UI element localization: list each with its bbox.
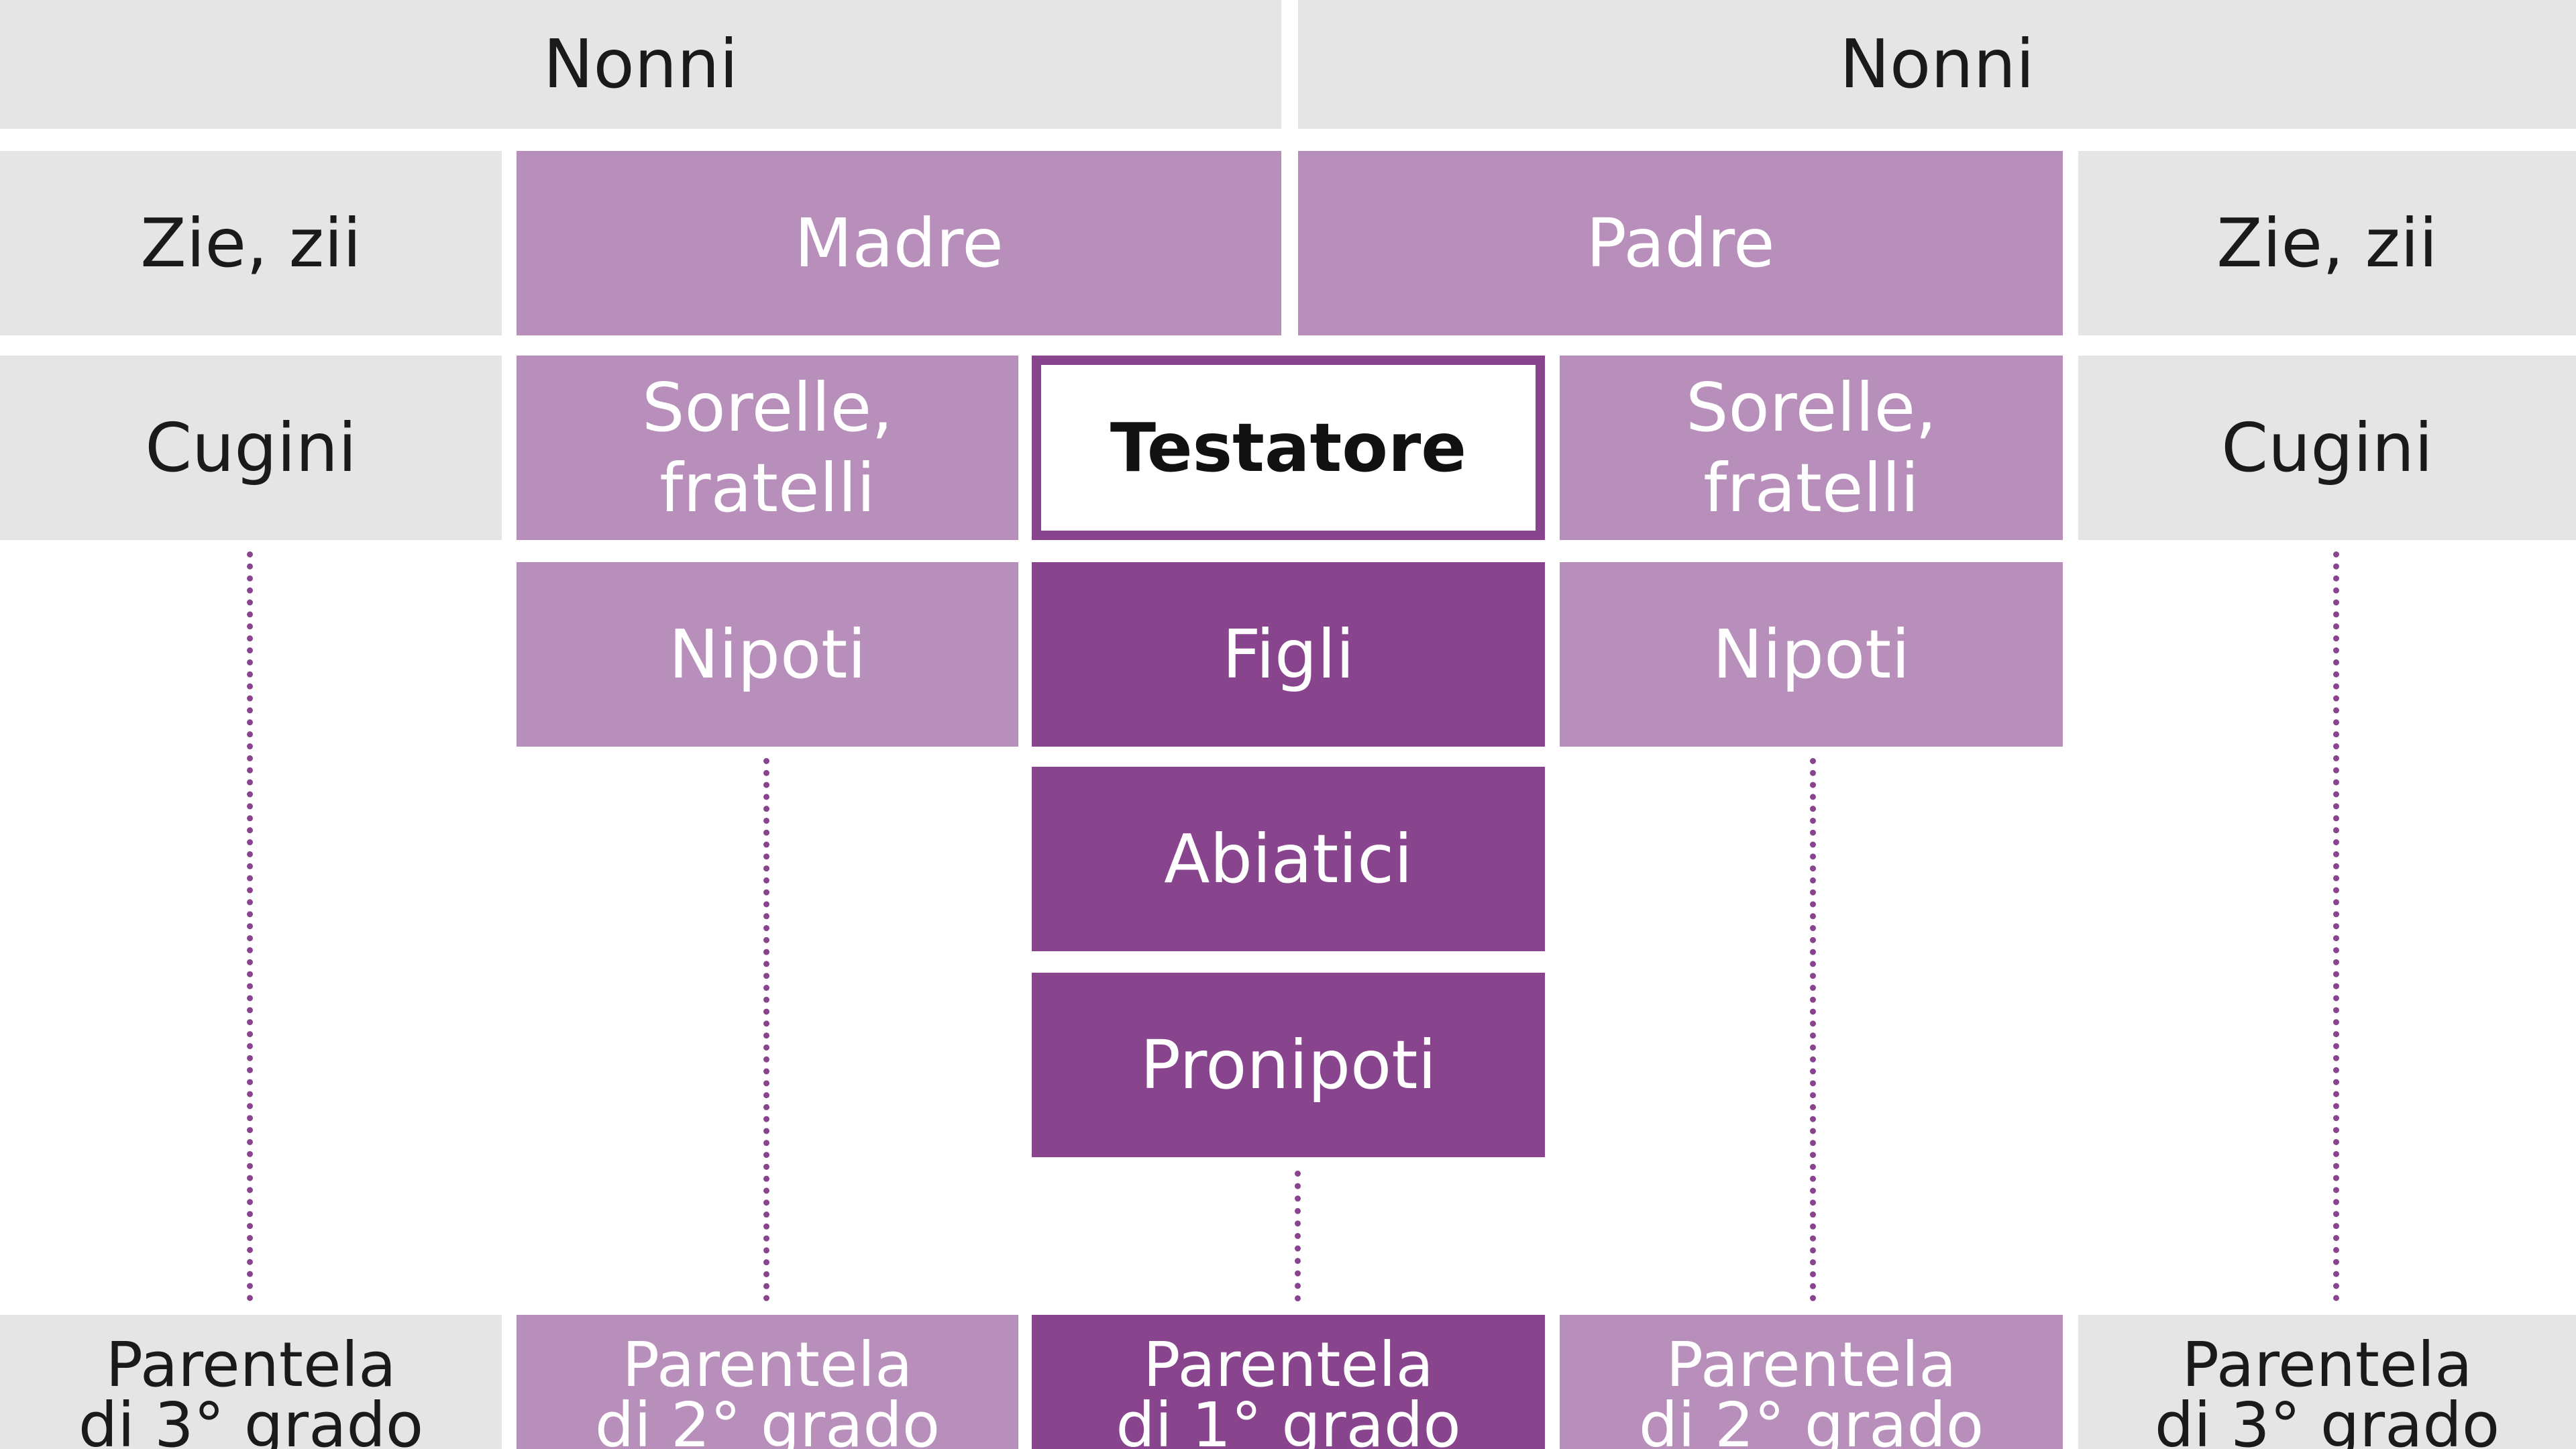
figli-box: Figli (1032, 562, 1545, 747)
nonni-right-box: Nonni (1298, 0, 2576, 129)
sorelle-fratelli-right-box: Sorelle, fratelli (1560, 356, 2063, 540)
degree-third-right: Parentela di 3° grado (2078, 1315, 2576, 1449)
pronipoti-box: Pronipoti (1032, 973, 1545, 1157)
testatore-box: Testatore (1032, 356, 1545, 540)
dotted-line-cugini-left (247, 551, 253, 1301)
nonni-left-box: Nonni (0, 0, 1281, 129)
degree-first: Parentela di 1° grado (1032, 1315, 1545, 1449)
padre-box: Padre (1298, 151, 2063, 335)
cugini-right-box: Cugini (2078, 356, 2576, 540)
abiatici-box: Abiatici (1032, 767, 1545, 951)
dotted-line-cugini-right (2333, 551, 2339, 1301)
madre-box: Madre (517, 151, 1281, 335)
dotted-line-pronipoti (1295, 1171, 1301, 1301)
cugini-left-box: Cugini (0, 356, 502, 540)
nipoti-left-box: Nipoti (517, 562, 1018, 747)
nipoti-right-box: Nipoti (1560, 562, 2063, 747)
degree-second-left: Parentela di 2° grado (517, 1315, 1018, 1449)
dotted-line-nipoti-left (763, 758, 769, 1301)
degree-second-right: Parentela di 2° grado (1560, 1315, 2063, 1449)
dotted-line-nipoti-right (1810, 758, 1816, 1301)
zie-zii-right-box: Zie, zii (2078, 151, 2576, 335)
sorelle-fratelli-left-box: Sorelle, fratelli (517, 356, 1018, 540)
degree-third-left: Parentela di 3° grado (0, 1315, 502, 1449)
zie-zii-left-box: Zie, zii (0, 151, 502, 335)
